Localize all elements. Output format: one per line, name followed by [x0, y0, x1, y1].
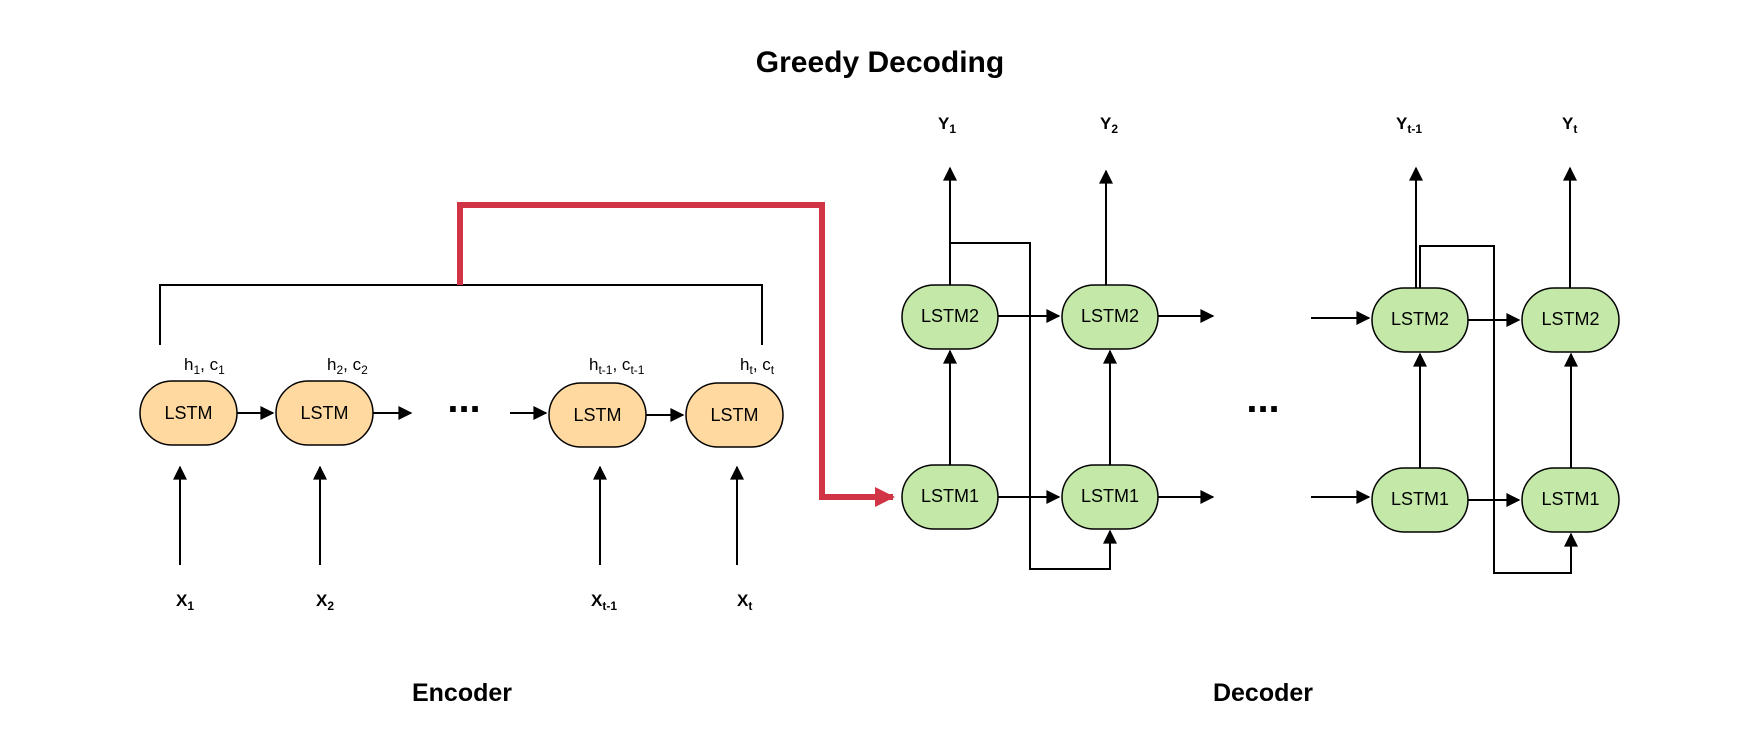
node-label: LSTM2	[1081, 306, 1139, 326]
input-label: X2	[316, 591, 334, 613]
node-label: LSTM1	[921, 486, 979, 506]
encoder-lstm-node: LSTM	[139, 380, 238, 446]
decoder-lstm2-node: LSTM2	[901, 284, 999, 350]
encoder: LSTM LSTM LSTM LSTM ... h1, c1 h2, c2 ht…	[139, 355, 784, 707]
node-label: LSTM2	[1391, 309, 1449, 329]
decoder-lstm1-node: LSTM1	[901, 464, 999, 530]
node-label: LSTM	[300, 403, 348, 423]
decoder-lstm1-node: LSTM1	[1061, 464, 1159, 530]
hidden-state-label: ht-1, ct-1	[589, 355, 645, 377]
input-label: Xt	[737, 591, 752, 613]
decoder-ellipsis: ...	[1246, 377, 1279, 421]
input-label: X1	[176, 591, 194, 613]
node-label: LSTM	[710, 405, 758, 425]
decoder-lstm2-node: LSTM2	[1521, 287, 1620, 353]
decoder-lstm1-node: LSTM1	[1521, 467, 1620, 533]
node-label: LSTM2	[921, 306, 979, 326]
hidden-state-label: h1, c1	[184, 355, 225, 377]
node-label: LSTM	[573, 405, 621, 425]
encoder-lstm-node: LSTM	[275, 380, 374, 446]
feedback-arrow	[950, 242, 1117, 570]
output-label: Y1	[938, 114, 956, 136]
node-label: LSTM	[164, 403, 212, 423]
input-label: Xt-1	[591, 591, 617, 613]
node-label: LSTM1	[1541, 489, 1599, 509]
node-label: LSTM2	[1541, 309, 1599, 329]
decoder: LSTM2 LSTM2 LSTM2 LSTM2 LSTM1 LSTM1 LSTM…	[901, 114, 1620, 707]
output-label: Yt-1	[1396, 114, 1422, 136]
encoder-lstm-node: LSTM	[548, 382, 647, 448]
encoder-lstm-node: LSTM	[685, 382, 784, 448]
hidden-state-label: h2, c2	[327, 355, 368, 377]
decoder-lstm2-node: LSTM2	[1061, 284, 1159, 350]
context-vector-arrow	[457, 202, 895, 507]
encoder-state-bracket	[159, 284, 763, 345]
node-label: LSTM1	[1391, 489, 1449, 509]
encoder-ellipsis: ...	[447, 377, 480, 421]
output-label: Yt	[1562, 114, 1577, 136]
feedback-arrow	[1419, 245, 1578, 574]
decoder-label: Decoder	[1213, 679, 1313, 707]
diagram-title: Greedy Decoding	[756, 46, 1004, 79]
hidden-state-label: ht, ct	[740, 355, 775, 377]
decoder-lstm1-node: LSTM1	[1371, 467, 1469, 533]
decoder-lstm2-node: LSTM2	[1371, 287, 1469, 353]
encoder-label: Encoder	[412, 679, 512, 707]
output-label: Y2	[1100, 114, 1118, 136]
node-label: LSTM1	[1081, 486, 1139, 506]
